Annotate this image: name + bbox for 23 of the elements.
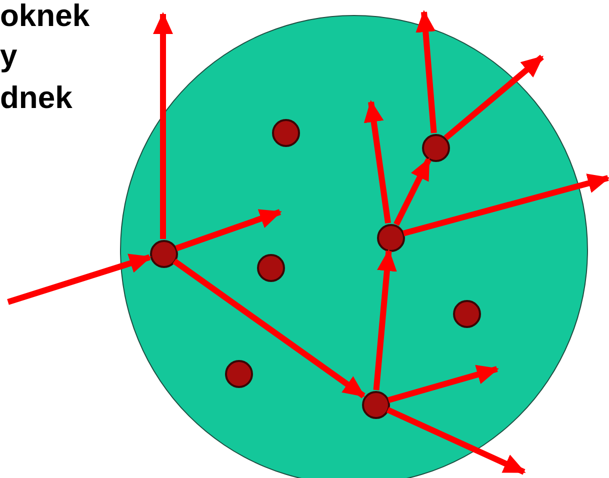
arrow bbox=[373, 248, 397, 390]
label-text: y bbox=[0, 40, 18, 71]
arrow bbox=[388, 364, 499, 404]
arrow bbox=[402, 174, 609, 236]
arrow bbox=[7, 254, 152, 305]
dot bbox=[453, 300, 481, 328]
dot bbox=[150, 240, 178, 268]
arrow bbox=[364, 100, 392, 224]
dot bbox=[225, 360, 253, 388]
dot bbox=[422, 134, 450, 162]
arrow bbox=[444, 54, 544, 140]
arrow bbox=[386, 407, 526, 475]
arrow bbox=[416, 10, 437, 134]
arrow bbox=[175, 209, 282, 252]
dot bbox=[257, 254, 285, 282]
dot bbox=[362, 391, 390, 419]
dot bbox=[272, 119, 300, 147]
arrow bbox=[394, 158, 432, 226]
dot bbox=[377, 224, 405, 252]
arrow bbox=[153, 12, 173, 239]
label-text: dnek bbox=[0, 82, 72, 113]
arrow bbox=[172, 258, 366, 398]
label-text: oknek bbox=[0, 0, 90, 31]
